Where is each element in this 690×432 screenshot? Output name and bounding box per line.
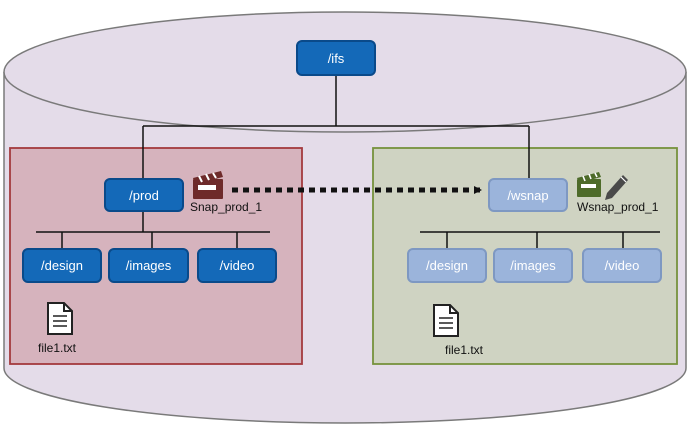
- wsnap-dir-node: /wsnap: [488, 178, 568, 212]
- document-icon: [433, 304, 459, 337]
- snap-child-design-node: /design: [407, 248, 487, 283]
- snap-child-images-node: /images: [493, 248, 573, 283]
- tree-connectors: [36, 76, 660, 248]
- document-icon: [47, 302, 73, 335]
- prod-file-label: file1.txt: [38, 341, 77, 355]
- prod-dir-node: /prod: [104, 178, 184, 212]
- ifs-root-node: /ifs: [296, 40, 376, 76]
- prod-child-design-node: /design: [22, 248, 102, 283]
- snap-child-video-node: /video: [582, 248, 662, 283]
- clapperboard-pencil-icon: [577, 172, 628, 200]
- clapperboard-icon: [193, 171, 223, 199]
- snap-file-label: file1.txt: [445, 343, 484, 357]
- prod-snapshot-label: Snap_prod_1: [190, 200, 263, 214]
- prod-child-video-node: /video: [197, 248, 277, 283]
- prod-child-images-node: /images: [108, 248, 189, 283]
- wsnap-snapshot-label: Wsnap_prod_1: [577, 200, 659, 214]
